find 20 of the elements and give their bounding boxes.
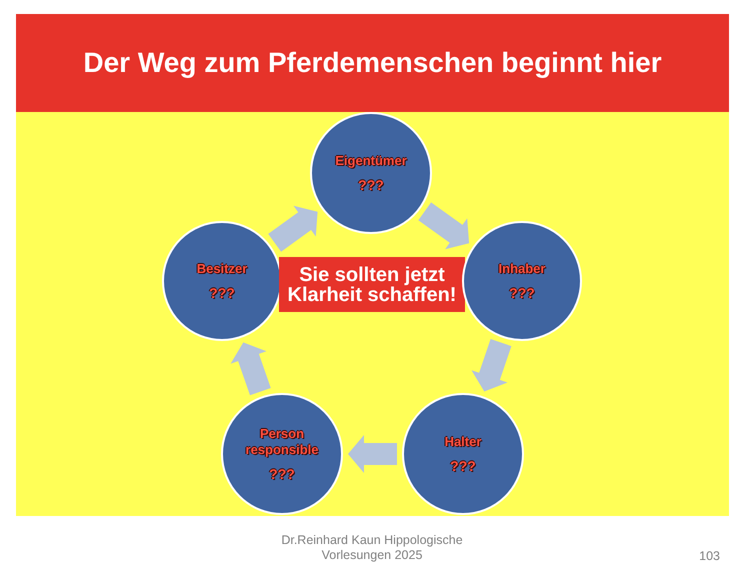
block-arrow — [268, 206, 318, 252]
node-title: Halter — [444, 434, 482, 450]
node-text: ??? — [269, 466, 295, 482]
footer-text: Dr.Reinhard Kaun Hippologische Vorlesungen 2025 — [280, 533, 464, 563]
block-arrow — [472, 339, 512, 392]
node-title: Inhaber — [498, 261, 546, 277]
callout-box — [279, 257, 465, 312]
block-arrow — [348, 435, 397, 473]
node-title: Eigentümer — [335, 153, 407, 169]
node-title: Besitzer — [196, 261, 248, 277]
node-text: ??? — [450, 458, 476, 474]
block-arrow — [418, 202, 470, 250]
callout-text: Sie sollten jetzt Klarheit schaffen! — [286, 264, 458, 304]
page-number: 103 — [699, 549, 720, 564]
node-text: ??? — [358, 177, 384, 193]
node-title: Person responsible — [244, 426, 320, 458]
slide-title: Der Weg zum Pferdemenschen beginnt hier — [83, 46, 662, 80]
node-text: ??? — [209, 285, 235, 301]
block-arrow — [230, 342, 271, 396]
node-text: ??? — [509, 285, 535, 301]
